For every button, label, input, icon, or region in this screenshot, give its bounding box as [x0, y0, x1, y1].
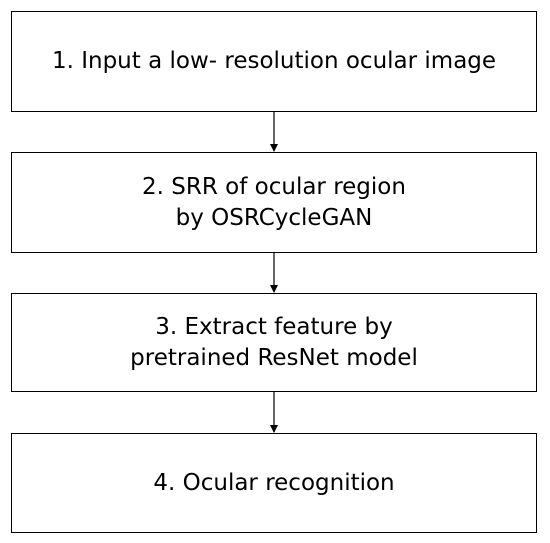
step-box-input: 1. Input a low- resolution ocular image [11, 11, 537, 112]
step-label-recognition: 4. Ocular recognition [153, 469, 395, 496]
step-label-srr: 2. SRR of ocular region by OSRCycleGAN [142, 173, 406, 231]
step-box-recognition: 4. Ocular recognition [11, 433, 537, 533]
step-box-srr: 2. SRR of ocular region by OSRCycleGAN [11, 152, 537, 253]
step-box-extract-feature: 3. Extract feature by pretrained ResNet … [11, 293, 537, 392]
step-label-extract-feature: 3. Extract feature by pretrained ResNet … [130, 313, 418, 371]
step-label-input: 1. Input a low- resolution ocular image [51, 48, 497, 74]
